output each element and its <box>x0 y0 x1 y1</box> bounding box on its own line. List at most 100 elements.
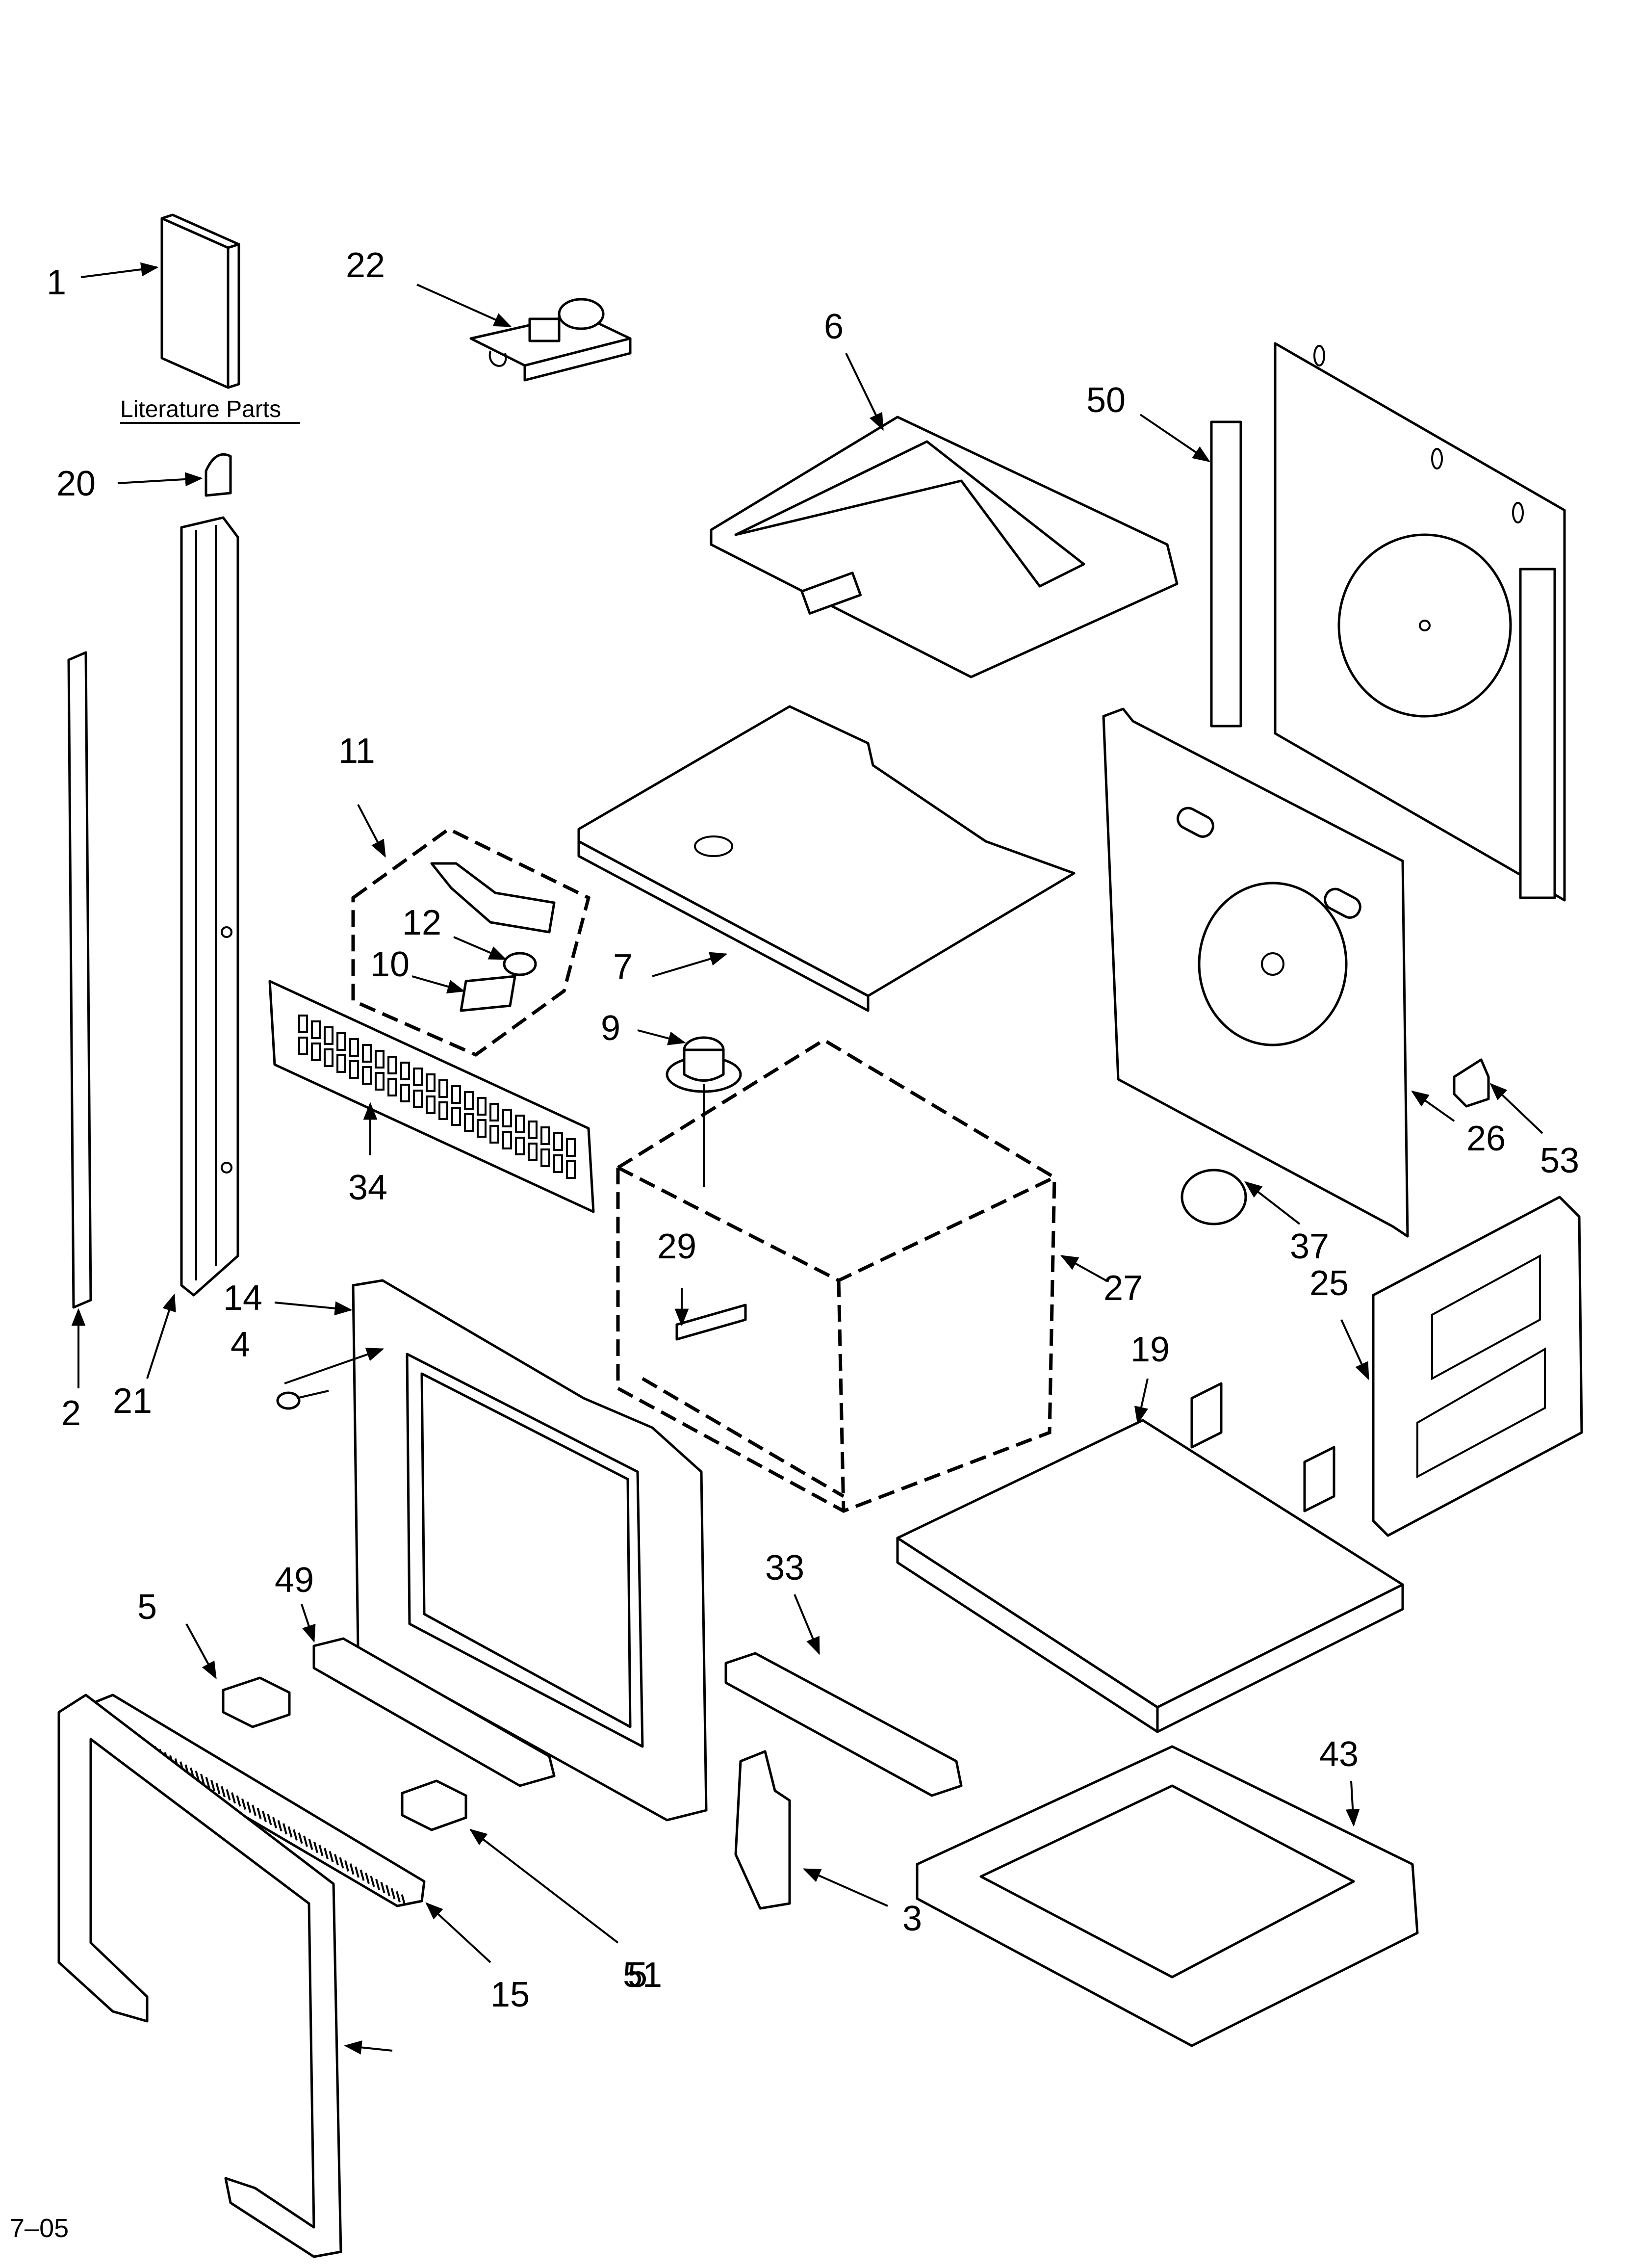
hinge-tooth <box>226 1789 231 1801</box>
side-strip <box>67 651 92 1309</box>
hinge-tooth <box>241 1798 246 1810</box>
grille-slot <box>451 1107 461 1126</box>
grille-slot <box>298 1015 308 1033</box>
grille-slot <box>324 1048 334 1067</box>
callout-7: 7 <box>613 947 633 987</box>
callout-25: 25 <box>1309 1264 1349 1303</box>
grille-slot <box>477 1097 487 1116</box>
hinge-tooth <box>329 1851 334 1863</box>
support-rail <box>724 1652 963 1797</box>
callout-21: 21 <box>113 1382 152 1421</box>
oven-bottom-panel <box>896 1382 1404 1733</box>
callout-51: 51 <box>623 1955 662 1995</box>
grille-slot <box>362 1044 372 1063</box>
grille-slot <box>375 1072 385 1091</box>
spacer-block-lower <box>401 1779 467 1831</box>
grille-slot <box>553 1154 563 1173</box>
hinge-tooth <box>308 1838 313 1850</box>
hinge-tooth <box>396 1891 401 1903</box>
callout-14: 14 <box>223 1278 262 1318</box>
callout-50: 50 <box>1086 381 1126 420</box>
hinge-tooth <box>287 1826 293 1838</box>
grille-slot <box>387 1078 397 1096</box>
grille-slot <box>311 1020 321 1039</box>
callout-33: 33 <box>765 1548 804 1588</box>
side-panel <box>1372 1196 1583 1537</box>
light-assembly <box>351 827 591 1057</box>
grille-slot <box>502 1131 512 1149</box>
spacer-block-upper <box>222 1676 291 1728</box>
hinge-tooth <box>401 1894 406 1906</box>
callout-9: 9 <box>601 1009 620 1048</box>
mounting-bracket <box>734 1750 791 1910</box>
grille-slot <box>566 1160 576 1179</box>
hinge-tooth <box>205 1776 210 1788</box>
grille-slot <box>375 1050 385 1069</box>
callout-34: 34 <box>348 1168 387 1207</box>
hinge-tooth <box>282 1823 287 1835</box>
grille-slot <box>413 1090 423 1108</box>
grille-slot <box>540 1148 550 1167</box>
grille-slot <box>489 1125 499 1144</box>
grille-slot <box>438 1079 448 1098</box>
callout-4: 4 <box>231 1325 250 1364</box>
callout-29: 29 <box>657 1227 696 1266</box>
vent-grille <box>268 980 595 1213</box>
hinge-tooth <box>324 1848 329 1859</box>
callout-3: 3 <box>902 1899 922 1938</box>
grille-slot <box>400 1062 410 1080</box>
trim-end-cap <box>205 453 232 497</box>
front-frame <box>352 1279 708 1822</box>
grille-slot <box>540 1126 550 1145</box>
grille-slot <box>451 1085 461 1104</box>
hinge-tooth <box>215 1783 221 1795</box>
hinge-tooth <box>303 1835 308 1847</box>
callout-5: 5 <box>137 1588 157 1627</box>
hinge-tooth <box>221 1786 226 1798</box>
hinge-tooth <box>385 1885 390 1897</box>
grille-slot <box>387 1056 397 1074</box>
mounting-screw <box>276 1390 329 1410</box>
grille-slot <box>349 1038 359 1057</box>
hinge-tooth <box>200 1773 205 1785</box>
hinge-tooth <box>257 1807 262 1819</box>
callout-19: 19 <box>1130 1330 1170 1369</box>
grille-slot <box>426 1073 436 1092</box>
literature-parts-caption: Literature Parts <box>120 396 281 422</box>
grille-slot <box>464 1113 474 1132</box>
grille-slot <box>324 1026 334 1045</box>
callout-20: 20 <box>56 464 96 503</box>
hinge-tooth <box>349 1863 355 1875</box>
hinge-tooth <box>277 1820 282 1832</box>
hinge-tooth <box>339 1857 344 1869</box>
hinge-tooth <box>390 1888 396 1900</box>
callout-49: 49 <box>275 1561 314 1600</box>
grille-slot <box>349 1060 359 1079</box>
callout-53: 53 <box>1540 1141 1579 1180</box>
grille-slot <box>515 1137 525 1155</box>
temperature-sensor-bulb <box>666 1036 742 1187</box>
hinge-tooth <box>344 1860 349 1872</box>
callout-1: 1 <box>47 263 66 302</box>
callout-26: 26 <box>1466 1119 1506 1158</box>
rear-liner <box>1102 707 1409 1238</box>
hinge-tooth <box>252 1804 257 1816</box>
grille-slot <box>362 1066 372 1085</box>
callout-22: 22 <box>346 246 385 285</box>
callout-37: 37 <box>1290 1227 1329 1266</box>
grille-slot <box>464 1091 474 1110</box>
footer-code: 7–05 <box>10 2214 69 2243</box>
grille-slot <box>400 1084 410 1102</box>
side-trim <box>180 516 239 1297</box>
grille-slot <box>528 1143 538 1161</box>
door-gasket <box>57 1694 342 2258</box>
hinge-tooth <box>272 1817 277 1828</box>
callout-2: 2 <box>61 1394 81 1433</box>
bottom-tray <box>916 1745 1419 2047</box>
hinge-tooth <box>365 1873 370 1884</box>
hinge-tooth <box>359 1869 365 1881</box>
grille-slot <box>528 1121 538 1139</box>
callout-15: 15 <box>490 1975 530 2014</box>
